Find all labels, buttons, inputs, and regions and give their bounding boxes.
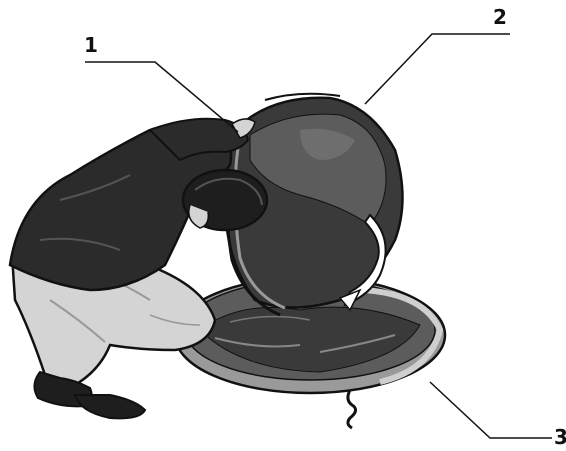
callout-1-number: 1 <box>84 33 98 57</box>
callout-2-leader <box>365 34 510 104</box>
callout-2-number: 2 <box>493 5 507 29</box>
strap-icon <box>348 390 356 428</box>
callout-3-leader <box>430 382 552 438</box>
callout-3-number: 3 <box>554 425 566 449</box>
shoe-icon <box>75 395 145 418</box>
